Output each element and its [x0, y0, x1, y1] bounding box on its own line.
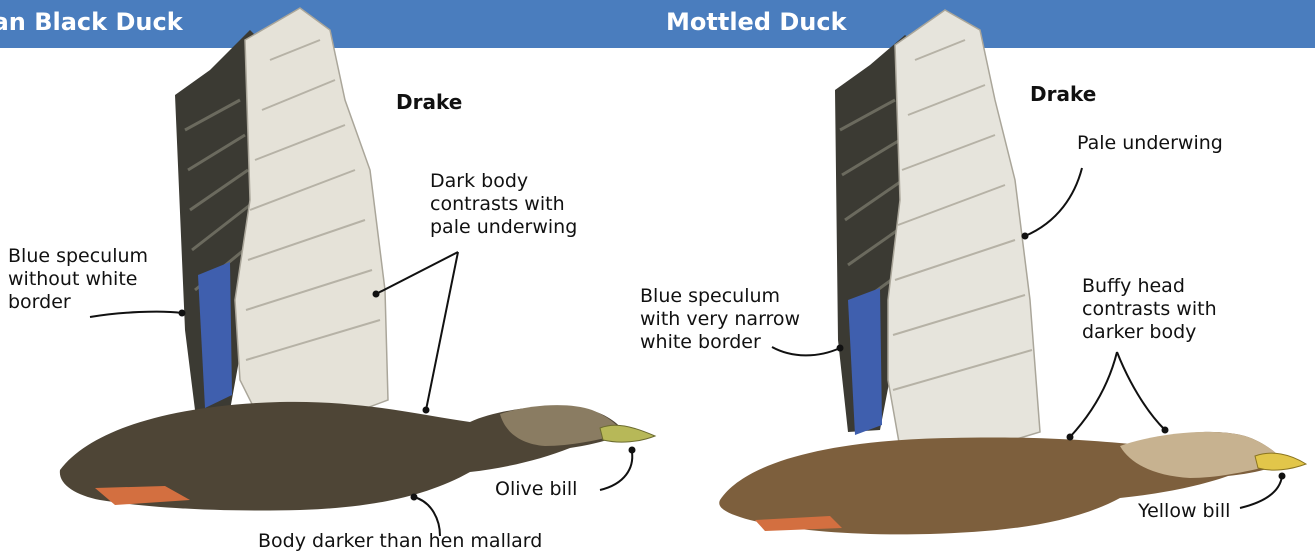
- mottled-duck-bill: [1255, 453, 1306, 470]
- mottled-duck-speculum-label: Blue speculum with very narrow white bor…: [640, 285, 800, 354]
- leader-bill-right: [1240, 476, 1282, 508]
- leader-bill-left: [600, 452, 632, 490]
- black-duck-illustration: [60, 8, 655, 511]
- leader-underwing-left-2: [426, 252, 458, 410]
- leader-underwing-right: [1025, 168, 1082, 236]
- black-duck-speculum-label: Blue speculum without white border: [8, 245, 148, 314]
- mottled-duck-bill-label: Yellow bill: [1138, 500, 1230, 523]
- black-duck-bill: [600, 425, 655, 442]
- black-duck-contrast-label: Dark body contrasts with pale underwing: [430, 170, 577, 239]
- mottled-duck-illustration: [719, 10, 1306, 534]
- black-duck-body-label: Body darker than hen mallard: [258, 530, 542, 553]
- black-duck-underwing: [235, 8, 388, 420]
- mottled-duck-sex-label: Drake: [1030, 83, 1096, 106]
- leader-underwing-left-1: [376, 252, 458, 294]
- mottled-duck-underwing-label: Pale underwing: [1077, 132, 1223, 155]
- leader-head-right-1: [1070, 352, 1117, 437]
- mottled-duck-head-label: Buffy head contrasts with darker body: [1082, 275, 1217, 344]
- black-duck-bill-label: Olive bill: [495, 478, 577, 501]
- leader-head-right-2: [1117, 352, 1165, 430]
- black-duck-sex-label: Drake: [396, 91, 462, 114]
